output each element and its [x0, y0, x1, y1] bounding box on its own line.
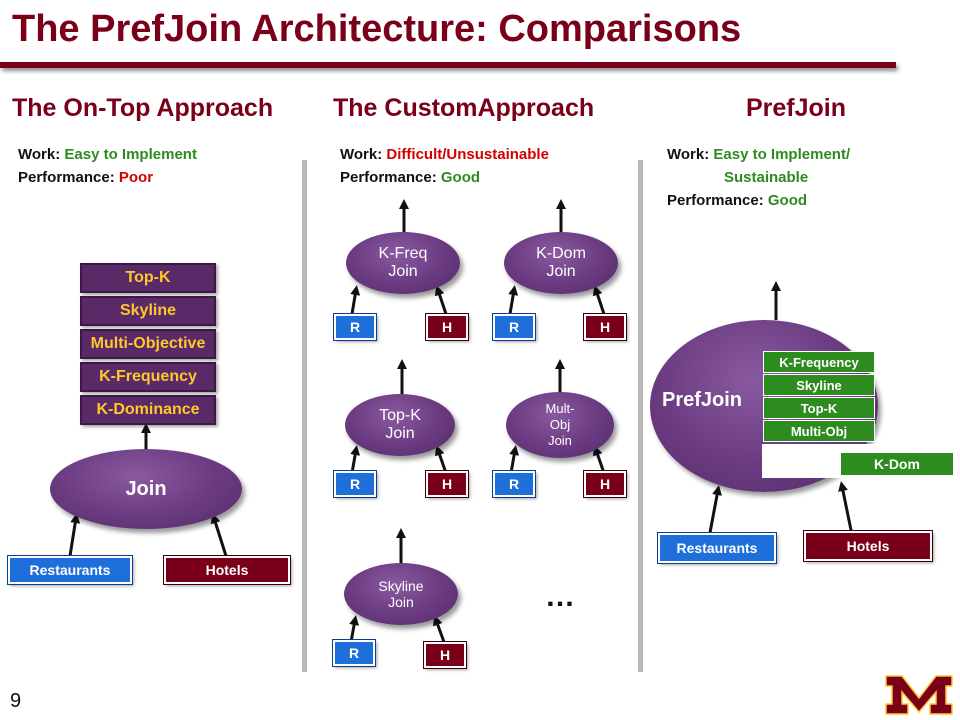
heading-ontop: The On-Top Approach: [12, 94, 274, 122]
h-table: H: [583, 470, 627, 498]
work-value: Easy to Implement: [64, 146, 197, 163]
join-word: Join: [388, 263, 418, 280]
join-word: Join: [548, 433, 572, 448]
title-underline: [0, 62, 896, 68]
prefjoin-label: PrefJoin: [662, 388, 743, 411]
slide-title: The PrefJoin Architecture: Comparisons: [12, 8, 742, 50]
performance-label: Performance:: [667, 192, 764, 209]
work-label: Work:: [340, 146, 383, 163]
arrow: [509, 445, 520, 474]
university-logo-icon: [885, 675, 953, 715]
h-table: H: [425, 313, 469, 341]
join-name: Skyline: [378, 578, 424, 594]
work-label: Work:: [18, 146, 61, 163]
arrow: [68, 513, 81, 557]
arrow: [433, 615, 446, 643]
restaurants-table: Restaurants: [7, 555, 133, 585]
module-skyline: Skyline: [763, 374, 875, 396]
join-operator: Join: [50, 449, 242, 529]
column-divider: [302, 160, 307, 672]
arrow: [838, 481, 854, 536]
slide-number: 9: [10, 690, 22, 712]
work-value-continued: Sustainable: [724, 169, 809, 186]
hotels-table: Hotels: [803, 530, 933, 562]
column-divider: [638, 160, 643, 672]
performance-label: Performance:: [18, 169, 115, 186]
module-k-dom: K-Dom: [840, 452, 954, 476]
stack-layer-skyline: Skyline: [80, 296, 216, 326]
work-value: Difficult/Unsustainable: [386, 146, 549, 163]
arrow: [434, 285, 448, 315]
arrow: [592, 285, 606, 315]
r-table: R: [333, 313, 377, 341]
arrow: [707, 485, 722, 539]
performance-label: Performance:: [340, 169, 437, 186]
module-top-k: Top-K: [763, 397, 875, 419]
arrow: [508, 285, 519, 315]
arrow: [349, 615, 360, 643]
join-word: Join: [546, 263, 576, 280]
join-word: Join: [385, 425, 415, 442]
r-table: R: [332, 639, 376, 667]
restaurants-table: Restaurants: [657, 532, 777, 564]
arrow: [592, 445, 606, 474]
r-table: R: [492, 313, 536, 341]
hotels-table: Hotels: [163, 555, 291, 585]
h-table: H: [423, 641, 467, 669]
custom-info: Work: Difficult/Unsustainable Performanc…: [340, 143, 549, 189]
performance-value: Poor: [118, 169, 154, 186]
performance-value: Good: [440, 169, 481, 186]
stack-layer-topk: Top-K: [80, 263, 216, 293]
r-table: R: [492, 470, 536, 498]
ellipsis: …: [545, 580, 575, 613]
h-table: H: [425, 470, 469, 498]
work-value: Easy to Implement/: [713, 146, 851, 163]
stack-layer-k-frequency: K-Frequency: [80, 362, 216, 392]
r-table: R: [333, 470, 377, 498]
join-name: K-Dom: [536, 245, 586, 262]
stack-layer-k-dominance: K-Dominance: [80, 395, 216, 425]
stack-layer-multi-objective: Multi-Objective: [80, 329, 216, 359]
work-label: Work:: [667, 146, 710, 163]
module-k-frequency: K-Frequency: [763, 351, 875, 373]
arrow: [434, 445, 448, 474]
prefjoin-info: Work: Easy to Implement/ Sustainable Per…: [667, 143, 850, 212]
join-name: K-Freq: [378, 245, 428, 262]
join-label: Join: [125, 477, 167, 500]
join-name: Mult-: [545, 401, 575, 416]
ontop-info: Work: Easy to Implement Performance: Poo…: [18, 143, 197, 189]
performance-value: Good: [767, 192, 808, 209]
heading-prefjoin: PrefJoin: [746, 94, 847, 122]
join-word: Join: [388, 594, 414, 610]
arrow: [350, 285, 361, 315]
h-table: H: [583, 313, 627, 341]
join-name: Top-K: [379, 407, 421, 424]
heading-custom: The CustomApproach: [333, 94, 595, 122]
arrow: [350, 445, 361, 474]
arrow: [210, 513, 228, 557]
join-name-continued: Obj: [549, 417, 571, 432]
module-multi-obj: Multi-Obj: [763, 420, 875, 442]
